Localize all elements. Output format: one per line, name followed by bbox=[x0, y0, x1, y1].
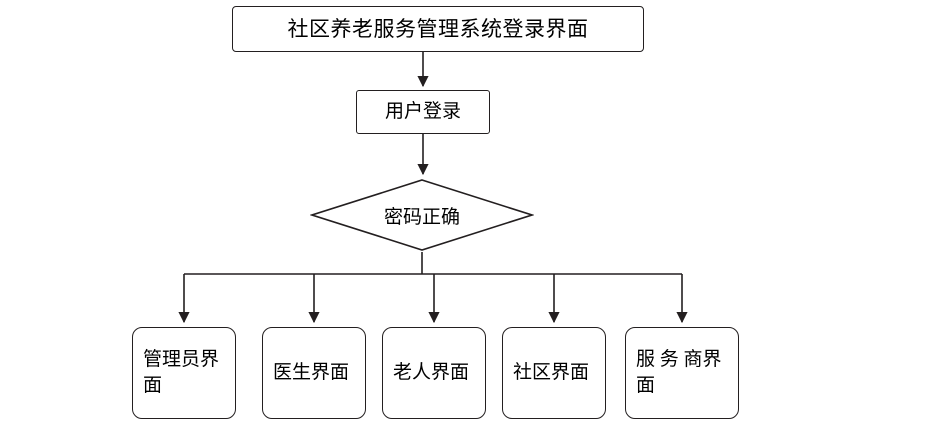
node-elderly-interface-label: 老人界面 bbox=[393, 362, 470, 384]
node-service-provider-interface-label: 服 务 商界面 bbox=[636, 349, 722, 396]
node-user-login: 用户登录 bbox=[356, 90, 490, 134]
node-service-provider-interface: 服 务 商界面 bbox=[625, 327, 739, 419]
node-community-interface: 社区界面 bbox=[502, 327, 606, 419]
diamond-shape bbox=[310, 179, 534, 251]
node-admin-interface: 管理员界面 bbox=[132, 327, 236, 419]
node-user-login-label: 用户登录 bbox=[384, 101, 461, 123]
node-system-title: 社区养老服务管理系统登录界面 bbox=[232, 6, 644, 52]
node-doctor-interface-label: 医生界面 bbox=[273, 362, 350, 384]
node-elderly-interface: 老人界面 bbox=[382, 327, 486, 419]
node-doctor-interface: 医生界面 bbox=[262, 327, 366, 419]
node-community-interface-label: 社区界面 bbox=[513, 362, 590, 384]
node-system-title-label: 社区养老服务管理系统登录界面 bbox=[287, 16, 589, 41]
node-password-correct-label: 密码正确 bbox=[383, 206, 460, 228]
node-password-correct: 密码正确 bbox=[310, 178, 534, 252]
node-admin-interface-label: 管理员界面 bbox=[143, 349, 220, 396]
